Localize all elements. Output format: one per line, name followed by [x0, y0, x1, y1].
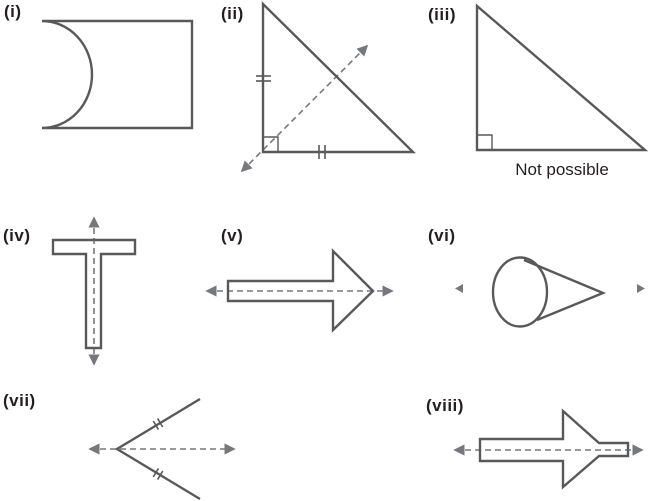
figure-v-label: (v)	[221, 226, 244, 245]
right-angle-marker	[263, 136, 279, 152]
not-possible-caption: Not possible	[515, 160, 609, 179]
cone-circle	[491, 256, 549, 328]
t-outline	[51, 238, 137, 350]
figure-vii-shape	[88, 397, 236, 501]
figure-viii-shape	[453, 408, 644, 490]
figure-iii-label: (iii)	[428, 5, 456, 24]
figure-iv-shape	[51, 216, 137, 366]
chevron-outline	[114, 397, 201, 501]
arrow-outline	[478, 408, 630, 490]
figure-ii-label: (ii)	[221, 4, 244, 23]
figure-i-shape	[41, 19, 194, 130]
figure-iv-label: (iv)	[3, 226, 31, 245]
figure-iii-shape	[475, 3, 649, 152]
right-arrowhead-icon	[637, 284, 645, 293]
cone-tangent-lines	[523, 258, 607, 322]
double-slash-tick-upper-arm	[152, 418, 164, 430]
figure-vi-shape	[455, 256, 645, 328]
double-tick-bottom-side	[318, 145, 326, 159]
figure-vi-label: (vi)	[428, 226, 456, 245]
arrow-outline	[226, 248, 375, 333]
triangle-outline	[261, 1, 416, 154]
left-arrowhead-icon	[455, 284, 463, 293]
figure-ii-shape	[240, 1, 416, 173]
double-slash-tick-lower-arm	[152, 468, 164, 480]
double-tick-left-side	[256, 75, 271, 82]
triangle-outline	[475, 3, 649, 152]
right-angle-marker	[477, 134, 493, 150]
figure-viii-label: (viii)	[426, 396, 464, 415]
figure-v-shape	[205, 248, 394, 333]
concave-rectangle-outline	[41, 19, 194, 130]
figure-vii-label: (vii)	[3, 391, 36, 410]
figure-i-label: (i)	[4, 2, 22, 21]
